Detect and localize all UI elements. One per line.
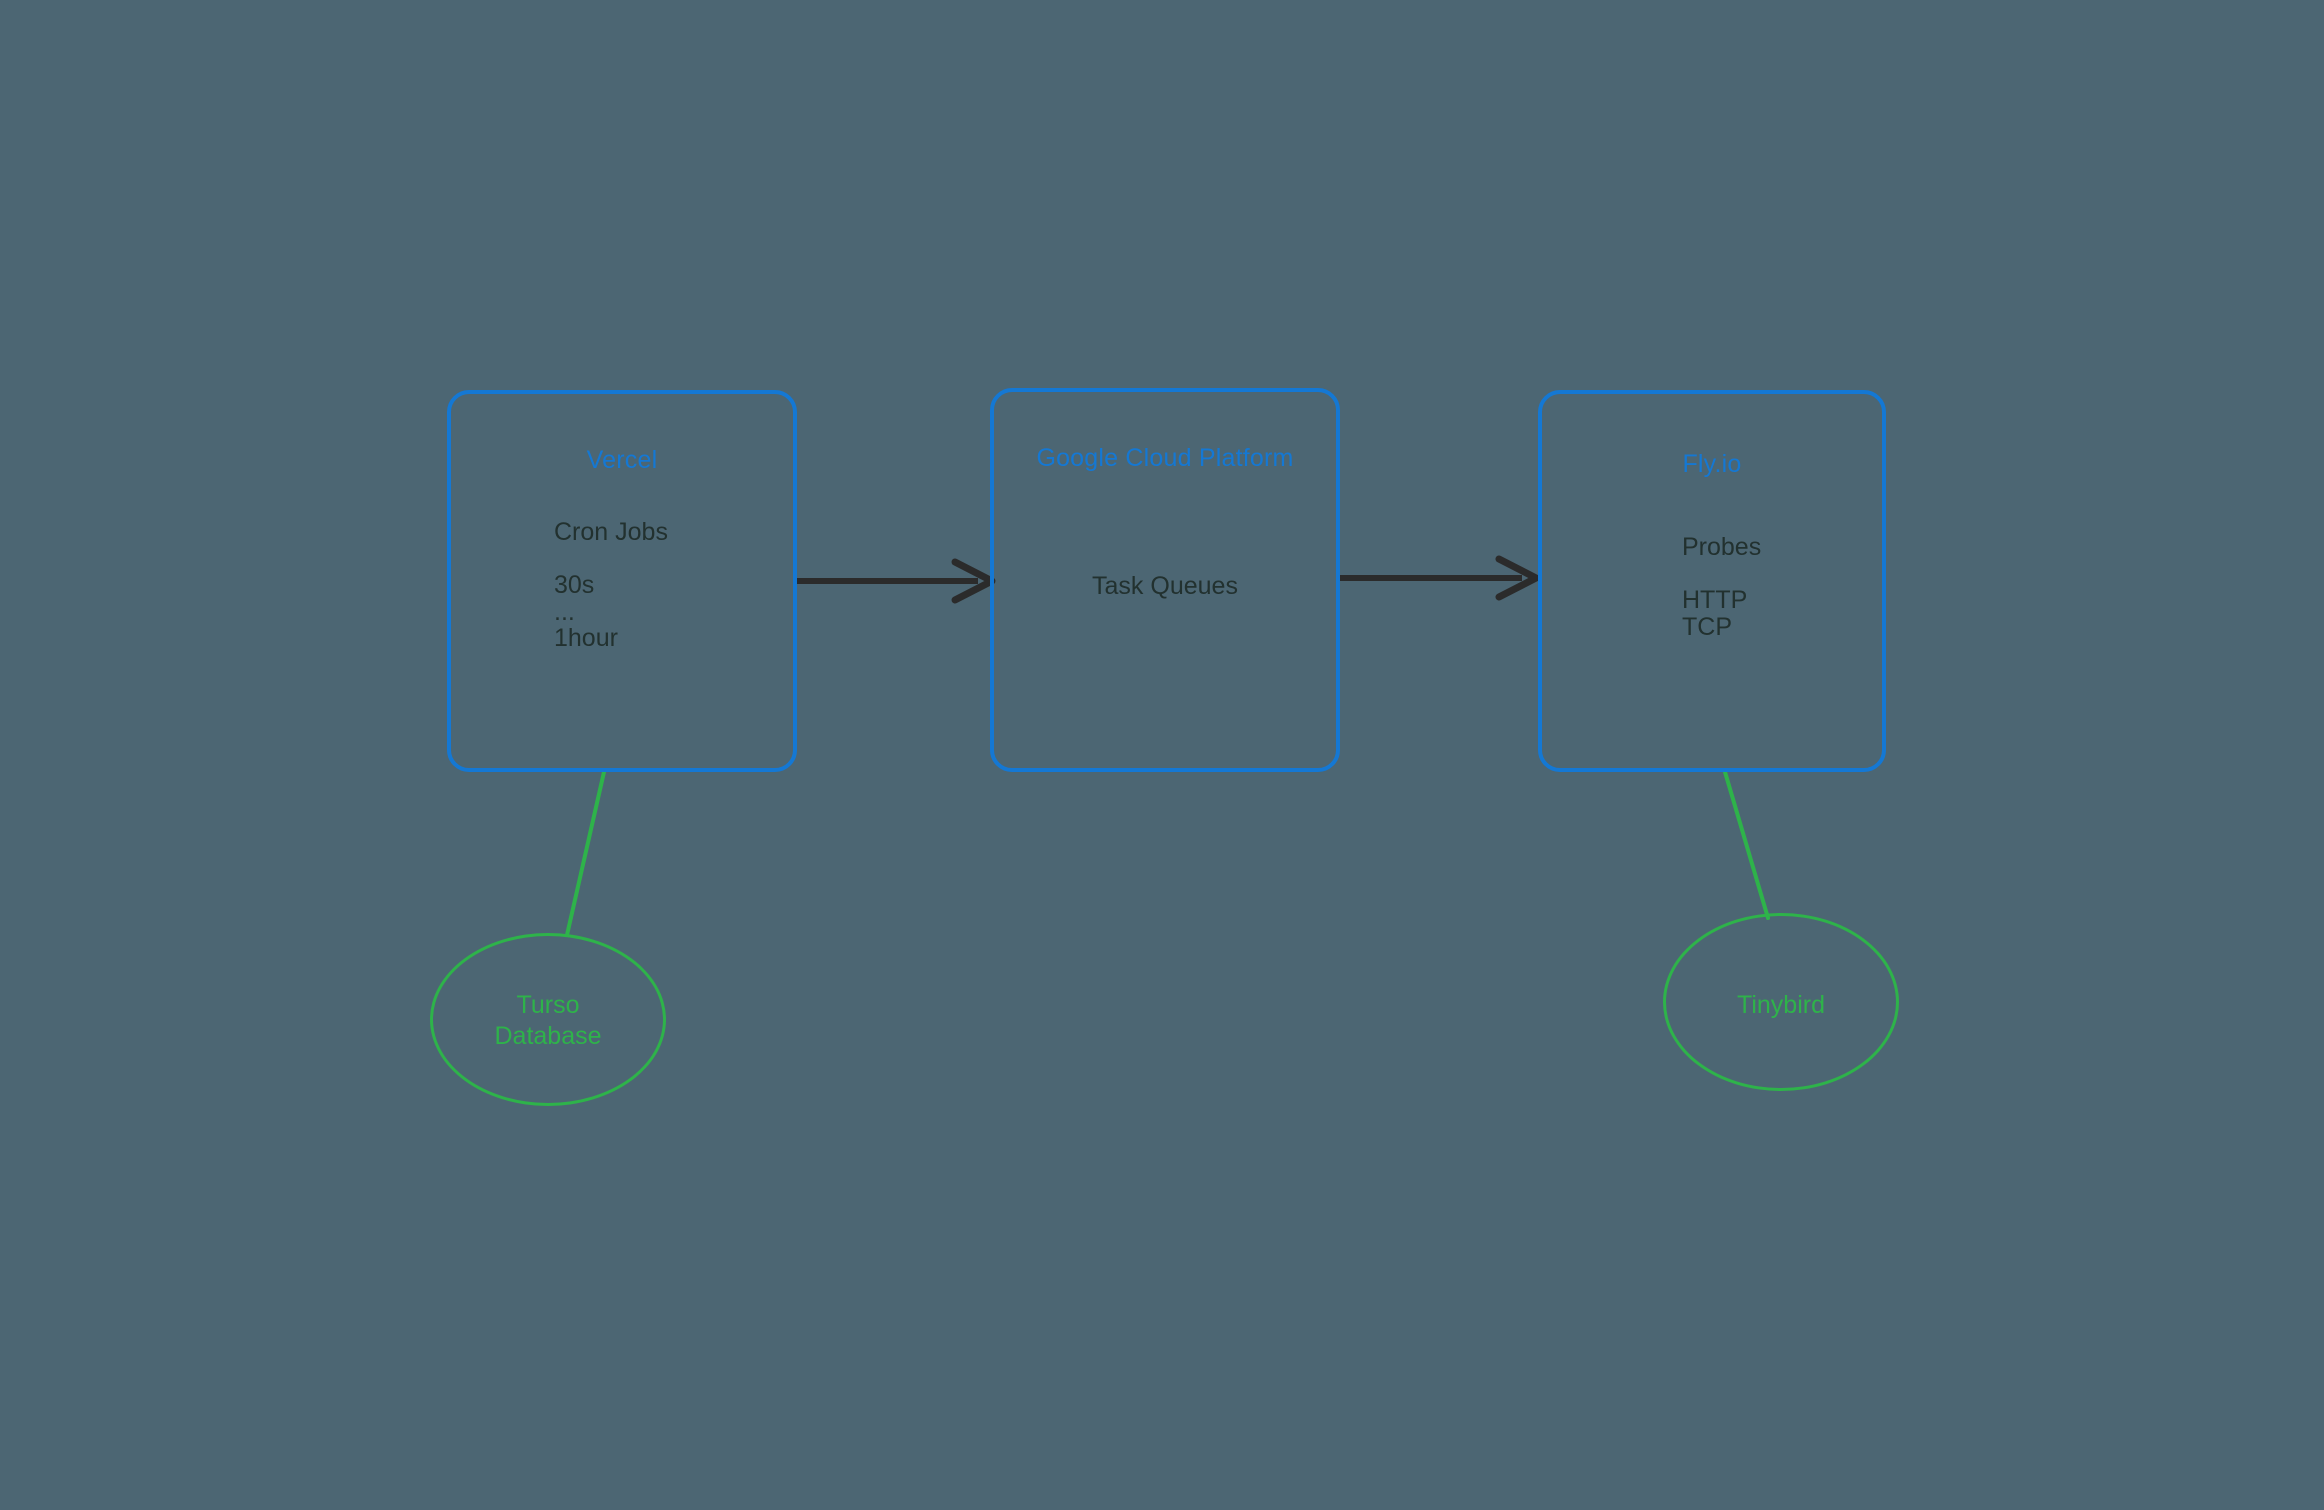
edge-vercel-to-gcp bbox=[795, 558, 996, 604]
node-flyio-title: Fly.io bbox=[1682, 450, 1742, 478]
node-vercel[interactable]: Vercel Cron Jobs 30s ... 1hour bbox=[447, 390, 797, 772]
node-vercel-title: Vercel bbox=[586, 446, 658, 474]
node-turso-database[interactable]: Turso Database bbox=[430, 933, 666, 1106]
node-google-cloud-platform-title: Google Cloud Platform bbox=[1036, 444, 1294, 472]
node-flyio-body: Probes HTTP TCP bbox=[1682, 533, 1762, 641]
node-tinybird[interactable]: Tinybird bbox=[1663, 913, 1899, 1091]
node-google-cloud-platform-body: Task Queues bbox=[1092, 572, 1238, 600]
edge-flyio-to-tinybird bbox=[1723, 770, 1770, 920]
node-turso-database-label: Turso Database bbox=[494, 991, 602, 1050]
node-flyio[interactable]: Fly.io Probes HTTP TCP bbox=[1538, 390, 1886, 772]
edge-gcp-to-flyio bbox=[1340, 555, 1540, 601]
edge-vercel-to-turso bbox=[565, 770, 606, 937]
node-google-cloud-platform[interactable]: Google Cloud Platform Task Queues bbox=[990, 388, 1340, 772]
node-tinybird-label: Tinybird bbox=[1737, 991, 1825, 1019]
node-vercel-body: Cron Jobs 30s ... 1hour bbox=[554, 518, 668, 652]
